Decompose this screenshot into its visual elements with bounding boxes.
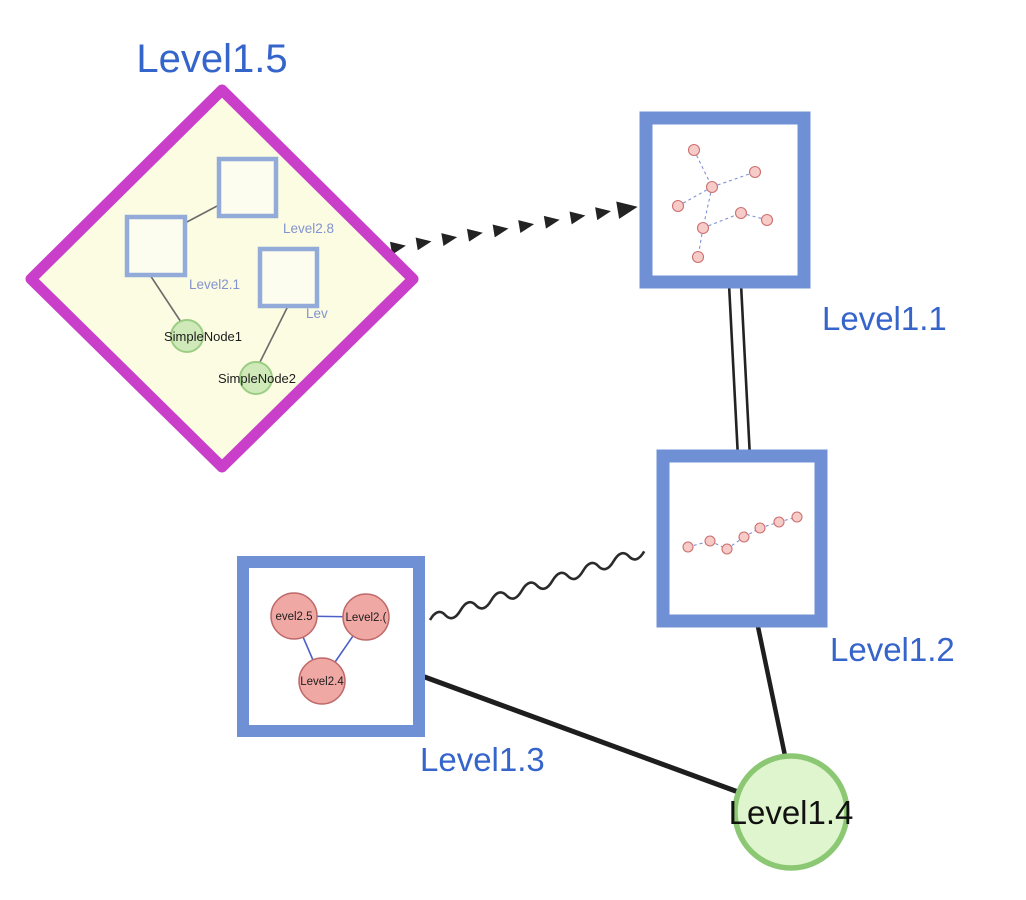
level28-label: Level2.8: [283, 221, 334, 236]
level21-label: Level2.1: [189, 277, 240, 292]
arrow-dash: [595, 207, 611, 221]
double-line-stroke: [727, 283, 740, 459]
mini-edge: [711, 171, 756, 188]
mini-node[interactable]: [791, 511, 803, 523]
mini-node[interactable]: [704, 535, 716, 547]
level24-label: Level2.4: [300, 676, 344, 688]
node-simplenode1[interactable]: [170, 319, 204, 353]
group-node-level14: Level1.4: [729, 753, 854, 871]
mini-node[interactable]: [682, 541, 694, 553]
node-level24[interactable]: [298, 657, 346, 705]
arrow-dash: [543, 215, 560, 229]
level14-label: Level1.4: [729, 794, 854, 831]
node-level11-square[interactable]: [639, 111, 811, 289]
level15-label: Level1.5: [136, 37, 287, 81]
arrowhead: [616, 201, 638, 219]
level2x-clipped-label: Lev: [306, 306, 328, 321]
arrow-dash: [518, 220, 535, 233]
edge-level13-level12[interactable]: [428, 550, 646, 621]
level11-label: Level1.1: [822, 300, 947, 337]
arrow-dash: [569, 211, 586, 225]
mini-edge: [702, 186, 713, 229]
arrow-dash: [415, 237, 432, 251]
edge-level15-level11[interactable]: [390, 198, 639, 255]
mini-node[interactable]: [734, 206, 748, 220]
mini-node[interactable]: [671, 199, 685, 213]
level26-label: Level2.(: [346, 612, 387, 624]
node-level21-square[interactable]: [124, 214, 188, 278]
mini-node[interactable]: [705, 180, 719, 194]
group-node-level13: evel2.5 Level2.( Level2.4: [237, 556, 425, 737]
arrow-dash: [466, 228, 483, 242]
double-line-stroke: [739, 283, 752, 459]
inner-edge-lev-simplenode2: [259, 305, 289, 363]
inner-edge-level28-level21: [184, 204, 220, 224]
edge-level12-level14[interactable]: [754, 621, 791, 771]
node-level26[interactable]: [342, 593, 390, 641]
node-level28-square[interactable]: [216, 156, 279, 219]
mini-node[interactable]: [687, 143, 701, 157]
mini-node[interactable]: [738, 531, 750, 543]
inner-edge-level21-simplenode1: [149, 274, 182, 323]
mini-edge: [693, 149, 713, 188]
edge-level11-level12[interactable]: [727, 283, 752, 459]
mini-node[interactable]: [748, 165, 762, 179]
node-level14-circle[interactable]: [732, 753, 850, 871]
mini-node[interactable]: [696, 221, 710, 235]
node-simplenode2[interactable]: [239, 361, 273, 395]
mini-edge: [702, 212, 742, 229]
level11-mini-nodes: [671, 143, 774, 264]
level12-label: Level1.2: [830, 631, 955, 668]
group-node-level12: [656, 449, 828, 628]
node-level2x-square[interactable]: [257, 246, 320, 309]
mini-node[interactable]: [691, 250, 705, 264]
mini-node[interactable]: [754, 522, 766, 534]
arrow-dash: [441, 233, 458, 246]
level12-mini-nodes: [682, 511, 803, 555]
arrow-dash: [390, 241, 406, 255]
arrow-dash: [492, 224, 509, 238]
node-level13-square[interactable]: [237, 556, 425, 737]
mini-edge: [677, 186, 713, 207]
simplenode1-label: SimpleNode1: [164, 329, 242, 344]
level13-label: Level1.3: [420, 741, 545, 778]
node-level25[interactable]: [270, 592, 318, 640]
simplenode2-label: SimpleNode2: [218, 371, 296, 386]
level25-label: evel2.5: [275, 611, 312, 623]
edge-level13-level14[interactable]: [421, 673, 761, 803]
mini-node[interactable]: [721, 543, 733, 555]
level15-diamond[interactable]: [25, 84, 419, 473]
mini-edge: [740, 212, 768, 221]
group-node-level15: Level2.8 Level2.1 Lev SimpleNode1 Simple…: [25, 84, 419, 473]
group-node-level11: [639, 111, 811, 289]
mini-node[interactable]: [760, 213, 774, 227]
mini-node[interactable]: [773, 516, 785, 528]
